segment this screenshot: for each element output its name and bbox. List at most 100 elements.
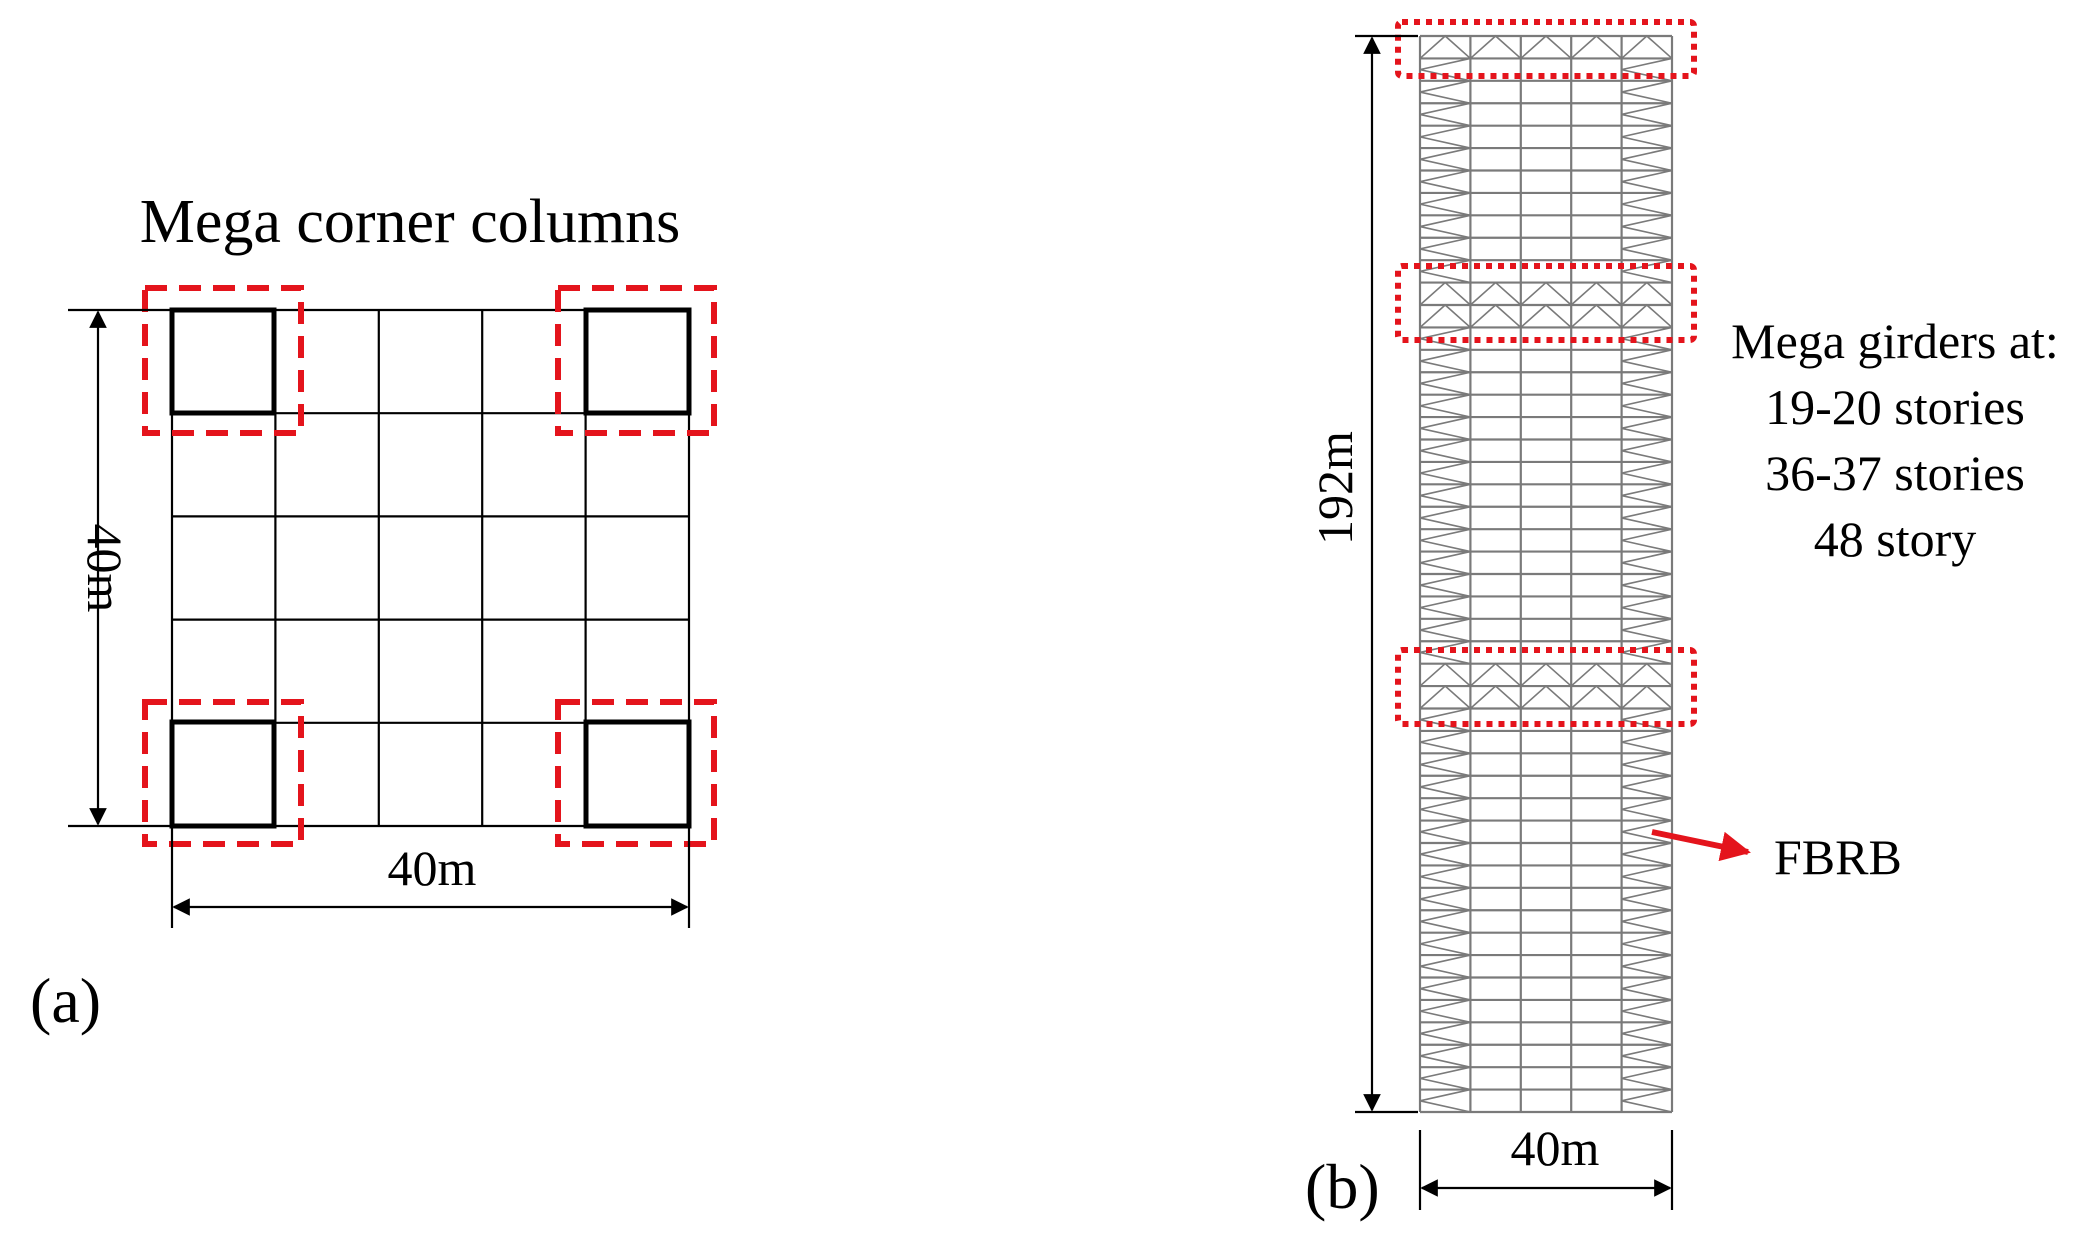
fbrb-brace (1419, 976, 1471, 1001)
fbrb-label: FBRB (1774, 829, 1902, 885)
fbrb-brace (1621, 438, 1673, 463)
fbrb-brace (1621, 774, 1673, 799)
fbrb-brace (1419, 550, 1471, 575)
fbrb-brace (1419, 819, 1471, 844)
highlight-mega-girder-48 (1395, 19, 1697, 79)
fbrb-brace (1419, 483, 1471, 508)
fbrb-brace (1621, 236, 1673, 261)
fbrb-brace (1621, 550, 1673, 575)
fbrb-brace (1419, 887, 1471, 912)
fbrb-brace (1621, 371, 1673, 396)
fbrb-brace (1621, 1043, 1673, 1068)
fbrb-brace (1419, 349, 1471, 374)
fbrb-brace (1621, 416, 1673, 441)
fbrb-brace (1621, 976, 1673, 1001)
fbrb-brace (1419, 102, 1471, 127)
mega-girder-brace (1469, 662, 1522, 687)
annotation-line-2: 19-20 stories (1765, 379, 2025, 435)
fbrb-brace (1419, 1021, 1471, 1046)
plan-width-label: 40m (388, 840, 477, 896)
fbrb-brace (1419, 147, 1471, 172)
mega-girder-brace (1621, 662, 1673, 687)
fbrb-brace (1419, 371, 1471, 396)
fbrb-brace (1419, 214, 1471, 239)
mega-girder-brace (1419, 34, 1471, 60)
highlight-bottom-right (555, 699, 717, 847)
fbrb-brace (1621, 707, 1673, 732)
mega-girder-brace (1621, 303, 1673, 329)
mega-girder-brace (1419, 662, 1471, 687)
plan-grid (170, 308, 691, 828)
mega-girder-brace (1621, 685, 1673, 710)
fbrb-brace (1621, 842, 1673, 867)
fbrb-brace (1419, 774, 1471, 799)
mega-girder-brace (1469, 685, 1522, 710)
fbrb-brace (1419, 573, 1471, 598)
fbrb-brace (1419, 528, 1471, 553)
fbrb-brace (1621, 909, 1673, 934)
fbrb-brace (1621, 1021, 1673, 1046)
fbrb-brace (1419, 461, 1471, 486)
highlight-bottom-left (142, 699, 304, 847)
fbrb-brace (1419, 842, 1471, 867)
elevation-width-label: 40m (1511, 1120, 1600, 1176)
mega-girder-brace (1520, 685, 1572, 710)
panel-b-label: (b) (1305, 1151, 1380, 1222)
fbrb-brace (1621, 124, 1673, 149)
fbrb-brace (1621, 1066, 1673, 1091)
mega-girder-brace (1419, 685, 1471, 710)
fbrb-brace (1621, 214, 1673, 239)
panel-a-label: (a) (30, 965, 101, 1036)
fbrb-brace (1621, 730, 1673, 755)
mega-girder-brace (1621, 281, 1673, 306)
mega-girder-brace (1520, 662, 1572, 687)
plan-height-label: 40m (77, 524, 133, 613)
fbrb-brace (1419, 1088, 1471, 1113)
fbrb-brace (1419, 707, 1471, 732)
fbrb-brace (1621, 1088, 1673, 1113)
fbrb-brace (1621, 57, 1673, 82)
fbrb-brace (1621, 393, 1673, 418)
fbrb-brace (1621, 461, 1673, 486)
mega-girder-brace (1570, 34, 1623, 60)
fbrb-brace (1419, 752, 1471, 777)
mega-girder-brace (1520, 281, 1572, 306)
fbrb-brace (1419, 169, 1471, 194)
mega-column-bottom-right (583, 719, 692, 829)
fbrb-brace (1621, 887, 1673, 912)
fbrb-brace (1419, 1043, 1471, 1068)
highlight-top-left (142, 285, 304, 436)
mega-girder-brace (1570, 281, 1623, 306)
panel-b-elevation: 192m 40m Mega girders at: 19-20 stories … (1305, 19, 2059, 1222)
annotation-line-1: Mega girders at: (1731, 313, 2059, 369)
mega-girder-brace (1570, 685, 1623, 710)
mega-column-top-left (169, 307, 277, 416)
mega-girder-brace (1520, 303, 1572, 329)
fbrb-brace (1621, 528, 1673, 553)
fbrb-brace (1419, 909, 1471, 934)
fbrb-brace (1419, 438, 1471, 463)
annotation-line-3: 36-37 stories (1765, 445, 2025, 501)
fbrb-brace (1621, 618, 1673, 643)
highlight-top-right (555, 285, 717, 436)
fbrb-brace (1621, 80, 1673, 105)
mega-girder-brace (1520, 34, 1572, 60)
fbrb-brace (1419, 797, 1471, 822)
highlight-mega-girder-36-37 (1395, 263, 1697, 343)
fbrb-brace (1419, 393, 1471, 418)
fbrb-brace (1621, 192, 1673, 217)
elevation-height-label: 192m (1307, 431, 1363, 545)
mega-column-top-right (583, 307, 692, 416)
fbrb-brace (1621, 349, 1673, 374)
mega-girder-brace (1419, 281, 1471, 306)
fbrb-brace (1419, 192, 1471, 217)
fbrb-brace (1621, 147, 1673, 172)
fbrb-brace (1419, 416, 1471, 441)
fbrb-brace (1621, 595, 1673, 620)
fbrb-brace (1621, 505, 1673, 530)
fbrb-brace (1621, 797, 1673, 822)
fbrb-brace (1419, 931, 1471, 956)
fbrb-brace (1419, 236, 1471, 261)
fbrb-brace (1419, 1066, 1471, 1091)
mega-girder-brace (1419, 303, 1471, 329)
